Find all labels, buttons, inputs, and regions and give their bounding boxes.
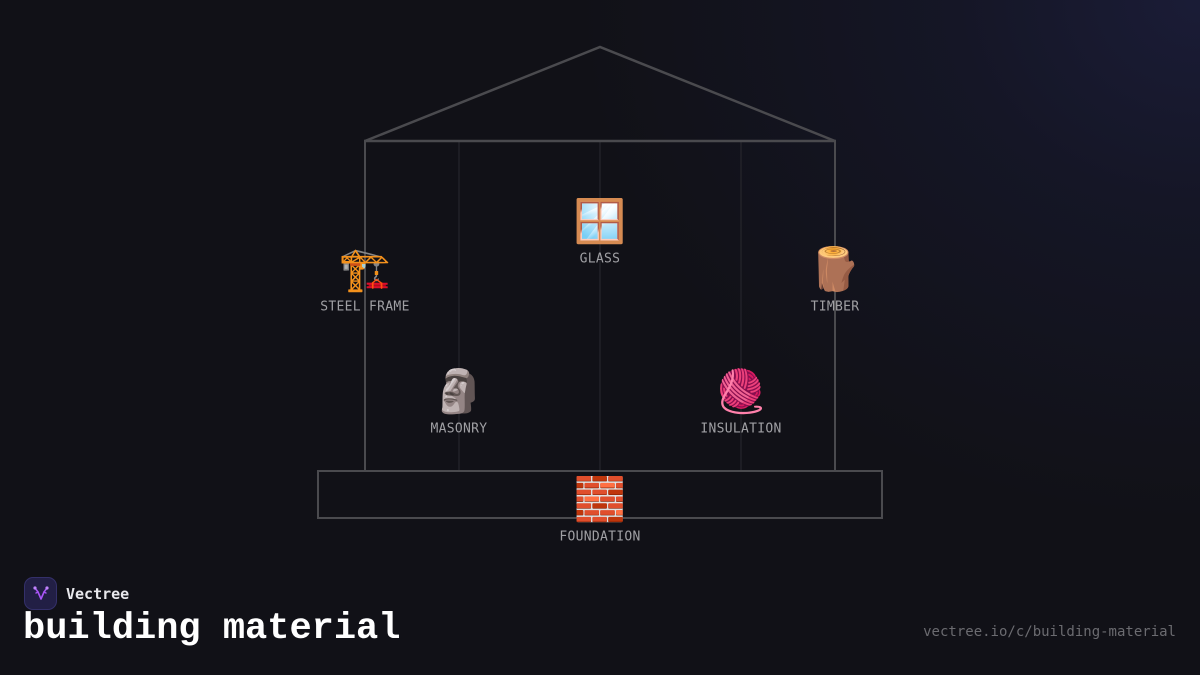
moai-stone-icon: 🗿 [432,366,486,416]
foundation-slab [317,470,883,519]
node-label: TIMBER [810,299,860,315]
node-label: GLASS [579,251,621,267]
wood-log-icon: 🪵 [808,244,862,294]
node-timber[interactable]: 🪵 TIMBER [765,244,905,315]
page-url[interactable]: vectree.io/c/building-material [923,624,1176,640]
node-label: INSULATION [700,421,782,437]
brand-logo[interactable] [24,577,57,610]
brand: Vectree [24,577,129,610]
node-label: STEEL FRAME [320,299,410,315]
window-icon: 🪟 [573,196,627,246]
branching-v-icon [32,585,49,600]
node-label: FOUNDATION [559,529,641,545]
node-steel-frame[interactable]: 🏗️ STEEL FRAME [295,244,435,315]
node-glass[interactable]: 🪟 GLASS [530,196,670,267]
page-title: building material [23,608,401,650]
node-insulation[interactable]: 🧶 INSULATION [671,366,811,437]
building-construction-crane-icon: 🏗️ [338,244,392,294]
yarn-ball-icon: 🧶 [714,366,768,416]
brick-icon: 🧱 [573,474,627,524]
node-foundation[interactable]: 🧱 FOUNDATION [530,474,670,545]
node-label: MASONRY [430,421,488,437]
roof [364,45,836,143]
node-masonry[interactable]: 🗿 MASONRY [389,366,529,437]
brand-name: Vectree [66,584,130,603]
